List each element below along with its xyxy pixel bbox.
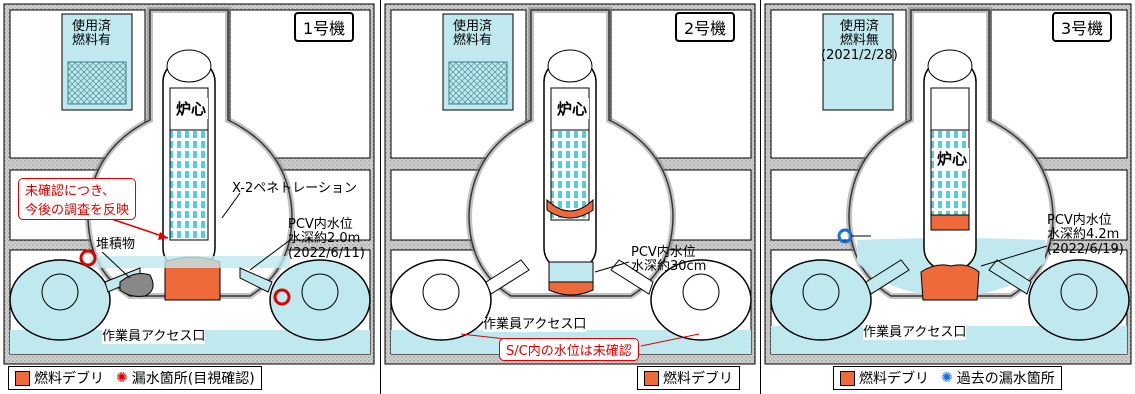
access-label: 作業員アクセス口: [483, 317, 587, 333]
debris-swatch: [644, 370, 659, 386]
spent-fuel-label: 使用済燃料無(2021/2/28): [821, 19, 898, 63]
spent-fuel-label: 使用済燃料有: [72, 19, 112, 49]
unit3-legend: 燃料デブリ ✺ 過去の漏水箇所: [833, 366, 1062, 390]
core-label: 炉心: [174, 98, 209, 119]
past-leak-icon: ✺: [941, 370, 953, 386]
unit2-reactor-drawing: [384, 3, 756, 365]
leak-marker: [273, 288, 291, 306]
unconfirmed-note: 未確認につき、今後の調査を反映: [18, 178, 137, 220]
core-label: 炉心: [935, 148, 970, 169]
water-level-label: PCV内水位水深約30cm: [631, 245, 707, 275]
unit2-legend: 燃料デブリ: [637, 366, 740, 390]
unit1-reactor-drawing: [3, 3, 375, 365]
debris-swatch: [15, 370, 30, 386]
sc-water-note: S/C内の水位は未確認: [499, 338, 639, 361]
unit1-tag: 1号機: [294, 12, 355, 42]
debris-swatch: [840, 370, 855, 386]
penetration-label: X-2ペネトレーション: [232, 181, 357, 196]
unit1-legend: 燃料デブリ ✺ 漏水箇所(目視確認): [8, 366, 262, 390]
leak-marker: [79, 249, 97, 267]
deposit-label: 堆積物: [96, 237, 136, 253]
water-level-label: PCV内水位水深約2.0m(2022/6/11): [288, 217, 365, 261]
water-level-label: PCV内水位水深約4.2m(2022/6/19): [1047, 213, 1124, 257]
spent-fuel-label: 使用済燃料有: [453, 19, 493, 49]
leak-icon: ✺: [116, 370, 128, 386]
unit3-tag: 3号機: [1052, 12, 1113, 42]
unit1-panel: 1号機 使用済燃料有 炉心 未確認につき、今後の調査を反映 X-2ペネトレーショ…: [0, 0, 378, 394]
unit2-tag: 2号機: [675, 12, 736, 42]
unit3-panel: 3号機 使用済燃料無(2021/2/28) 炉心 PCV内水位水深約4.2m(2…: [760, 0, 1135, 394]
unit2-panel: 2号機 使用済燃料有 炉心 PCV内水位水深約30cm 作業員アクセス口 S/C…: [380, 0, 759, 394]
access-label: 作業員アクセス口: [863, 325, 967, 341]
access-label: 作業員アクセス口: [102, 329, 206, 345]
core-label: 炉心: [555, 98, 590, 119]
